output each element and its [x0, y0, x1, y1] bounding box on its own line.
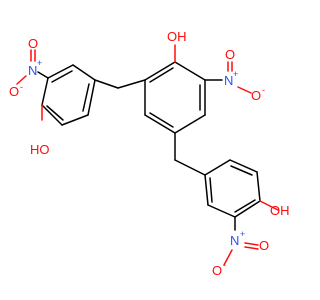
bond-n-o-top-b: [237, 86, 252, 94]
o-bot-a-text: O: [259, 238, 269, 253]
bond-ring-oh-right: [259, 200, 279, 211]
o-top-b-charge: -: [262, 85, 265, 95]
bond-ch2-left-a: [117, 79, 146, 89]
o-left-b-text: O: [9, 84, 19, 99]
n-bottom-text: N: [230, 233, 239, 248]
oh-left-text: HO: [30, 142, 50, 157]
n-left-text: N: [28, 63, 37, 78]
o-left-b-charge: -: [20, 82, 23, 92]
oh-top-label: OH: [167, 29, 187, 44]
n-left-charge: +: [37, 58, 42, 68]
oh-top-text: OH: [167, 29, 187, 44]
n-bottom-charge: +: [240, 229, 245, 239]
o-left-a-text: O: [28, 36, 38, 51]
bond-n-o-bottom-a: [244, 242, 259, 246]
bond-n-o-left-b: [16, 75, 27, 85]
bond-ring-n-left: [37, 71, 49, 79]
o-bot-b-text: O: [212, 263, 222, 278]
n-top-text: N: [224, 73, 233, 88]
central-ring: [144, 61, 206, 134]
bond-n-o-bottom-b: [223, 249, 233, 266]
bond-n-o-bottom-a2: [244, 246, 259, 250]
left-ring: [41, 64, 96, 126]
bond-ch2-left-b: [94, 79, 119, 89]
n-top-charge: +: [233, 69, 238, 79]
o-bot-b-charge: -: [223, 260, 226, 270]
right-ring: [204, 159, 261, 218]
oh-right-text: OH: [270, 203, 290, 218]
bond-ch2-right-b: [174, 159, 206, 176]
o-top-b-text: O: [251, 88, 261, 103]
molecule-structure: OH N + O O - N + O O - HO: [9, 29, 290, 278]
o-top-a-text: O: [225, 47, 235, 62]
